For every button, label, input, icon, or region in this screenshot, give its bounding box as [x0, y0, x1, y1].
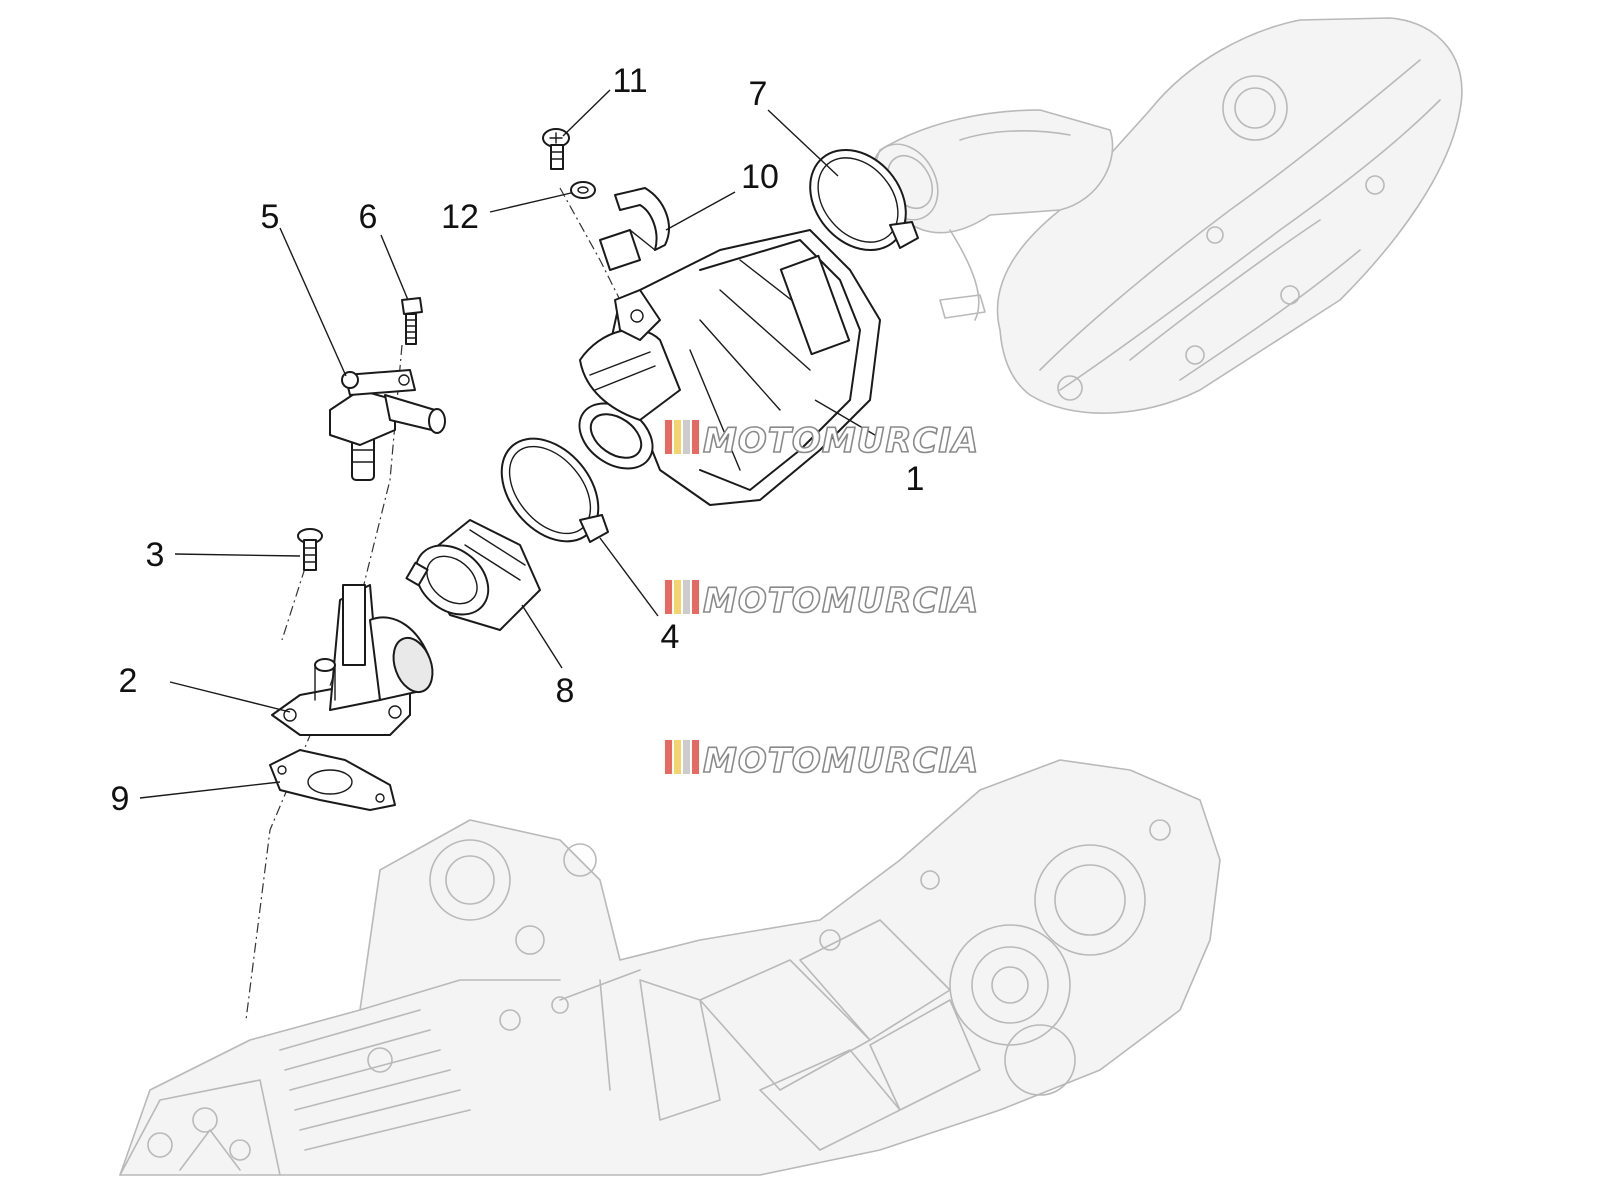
callout-7: 7 — [749, 75, 768, 113]
callout-12: 12 — [441, 198, 479, 236]
watermark-stripe — [665, 740, 672, 774]
part-4-hose-clamp — [500, 437, 609, 543]
watermark-text: MOTOMURCIA — [703, 741, 979, 781]
watermark-2: MOTOMURCIA — [665, 580, 979, 622]
callout-6: 6 — [359, 198, 378, 236]
watermark-stripe — [683, 420, 690, 454]
callout-1: 1 — [906, 460, 925, 498]
part-8-intake-sleeve — [405, 519, 541, 631]
callout-11: 11 — [612, 62, 647, 100]
callout-5: 5 — [261, 198, 280, 236]
ghost-transmission-cover — [871, 17, 1463, 414]
watermark-stripe — [683, 740, 690, 774]
watermark-stripe — [683, 580, 690, 614]
part-11-screw — [542, 128, 570, 170]
watermark-stripe — [674, 420, 681, 454]
watermark-3: MOTOMURCIA — [665, 740, 979, 782]
watermark-stripe — [665, 580, 672, 614]
ghost-engine-crankcase — [119, 759, 1221, 1176]
callout-9: 9 — [111, 780, 130, 818]
part-5-fuel-injector — [329, 369, 446, 481]
watermark-stripe — [674, 580, 681, 614]
watermark-stripe — [665, 420, 672, 454]
watermark-text: MOTOMURCIA — [703, 581, 979, 621]
callout-10: 10 — [741, 158, 779, 196]
part-1-throttle-body — [578, 229, 881, 506]
part-7-hose-clamp — [809, 148, 919, 252]
watermark-stripe — [692, 420, 699, 454]
part-2-intake-manifold — [271, 584, 434, 736]
part-6-screw — [401, 297, 423, 345]
leader-lines — [139, 89, 881, 799]
callout-8: 8 — [556, 672, 575, 710]
watermark-stripe — [674, 740, 681, 774]
callout-labels: 1 2 3 4 5 6 7 8 9 10 11 12 — [111, 62, 925, 818]
watermark-stripe — [692, 740, 699, 774]
watermark-text: MOTOMURCIA — [703, 421, 979, 461]
part-3-screw — [297, 528, 323, 571]
watermark-1: MOTOMURCIA — [665, 420, 979, 462]
callout-2: 2 — [119, 662, 138, 700]
part-9-gasket — [269, 749, 396, 811]
callout-3: 3 — [146, 536, 165, 574]
watermark-stripe — [692, 580, 699, 614]
callout-4: 4 — [661, 618, 680, 656]
part-10-bracket — [599, 187, 670, 271]
part-12-washer — [570, 181, 596, 199]
